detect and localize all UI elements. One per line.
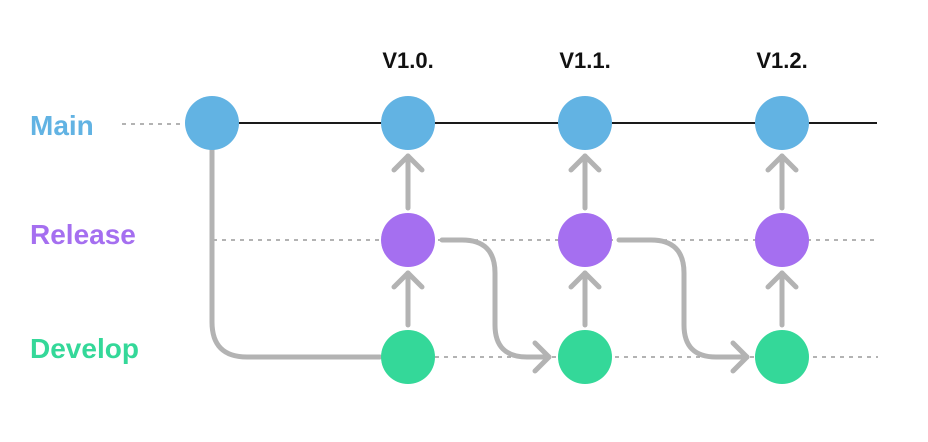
develop-commit-3 [755, 330, 809, 384]
lane-label-release: Release [30, 219, 136, 250]
release-commit-1 [381, 213, 435, 267]
merge-arrow-release-to-main-1 [391, 153, 425, 211]
merge-arrow-develop-to-release-1 [391, 270, 425, 328]
back-merge-arrow-release-to-develop-2 [616, 237, 750, 374]
lane-label-develop: Develop [30, 333, 139, 364]
develop-commit-1 [381, 330, 435, 384]
merge-arrow-release-to-main-3 [765, 153, 799, 211]
back-merge-arrow-release-to-develop-1 [439, 237, 552, 374]
main-commit-v1-0 [381, 96, 435, 150]
lane-label-main: Main [30, 110, 94, 141]
release-commit-2 [558, 213, 612, 267]
version-label-1-2: V1.2. [756, 48, 807, 73]
branch-connector-main-to-develop [209, 145, 383, 360]
main-commit-v1-1 [558, 96, 612, 150]
merge-arrow-release-to-main-2 [568, 153, 602, 211]
main-commit-v1-2 [755, 96, 809, 150]
merge-arrow-develop-to-release-3 [765, 270, 799, 328]
version-label-1-1: V1.1. [559, 48, 610, 73]
release-commit-3 [755, 213, 809, 267]
merge-arrow-develop-to-release-2 [568, 270, 602, 328]
version-label-1-0: V1.0. [382, 48, 433, 73]
develop-commit-2 [558, 330, 612, 384]
main-commit-start [185, 96, 239, 150]
